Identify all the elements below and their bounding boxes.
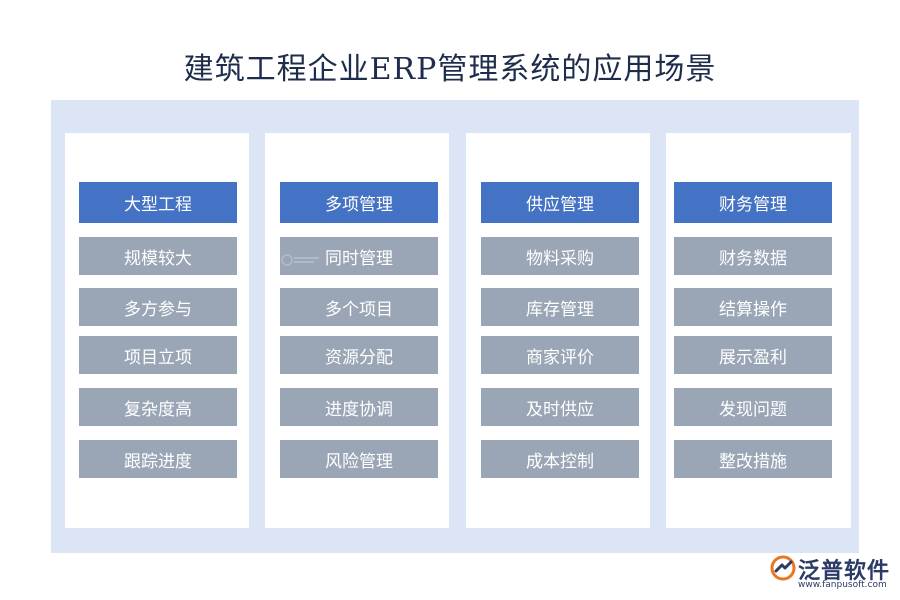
list-item: 跟踪进度	[79, 440, 237, 478]
list-item: 及时供应	[481, 388, 639, 426]
list-item: 复杂度高	[79, 388, 237, 426]
list-item: 风险管理	[280, 440, 438, 478]
column-header: 多项管理	[280, 182, 438, 223]
list-item: 成本控制	[481, 440, 639, 478]
watermark-logo-icon	[281, 254, 319, 266]
brand-url: www.fanpusoft.com	[798, 580, 887, 590]
list-item: 物料采购	[481, 237, 639, 275]
list-item: 展示盈利	[674, 336, 832, 374]
list-item: 整改措施	[674, 440, 832, 478]
list-item: 项目立项	[79, 336, 237, 374]
brand-logo: 泛普软件 www.fanpusoft.com	[770, 553, 891, 590]
list-item: 商家评价	[481, 336, 639, 374]
column-multi-management: 多项管理 同时管理 多个项目 资源分配 进度协调 风险管理	[265, 133, 449, 528]
list-item: 结算操作	[674, 288, 832, 326]
list-item: 进度协调	[280, 388, 438, 426]
fanpu-logo-icon	[770, 555, 796, 581]
list-item: 规模较大	[79, 237, 237, 275]
column-large-project: 大型工程 规模较大 多方参与 项目立项 复杂度高 跟踪进度	[65, 133, 249, 528]
list-item: 资源分配	[280, 336, 438, 374]
column-supply-management: 供应管理 物料采购 库存管理 商家评价 及时供应 成本控制	[466, 133, 650, 528]
page-title: 建筑工程企业ERP管理系统的应用场景	[183, 52, 717, 87]
column-finance-management: 财务管理 财务数据 结算操作 展示盈利 发现问题 整改措施	[666, 133, 851, 528]
list-item: 多个项目	[280, 288, 438, 326]
brand-name: 泛普软件	[798, 559, 891, 584]
column-header: 供应管理	[481, 182, 639, 223]
list-item: 财务数据	[674, 237, 832, 275]
list-item: 发现问题	[674, 388, 832, 426]
list-item: 同时管理	[280, 237, 438, 275]
list-item: 多方参与	[79, 288, 237, 326]
column-header: 财务管理	[674, 182, 832, 223]
column-header: 大型工程	[79, 182, 237, 223]
list-item: 库存管理	[481, 288, 639, 326]
